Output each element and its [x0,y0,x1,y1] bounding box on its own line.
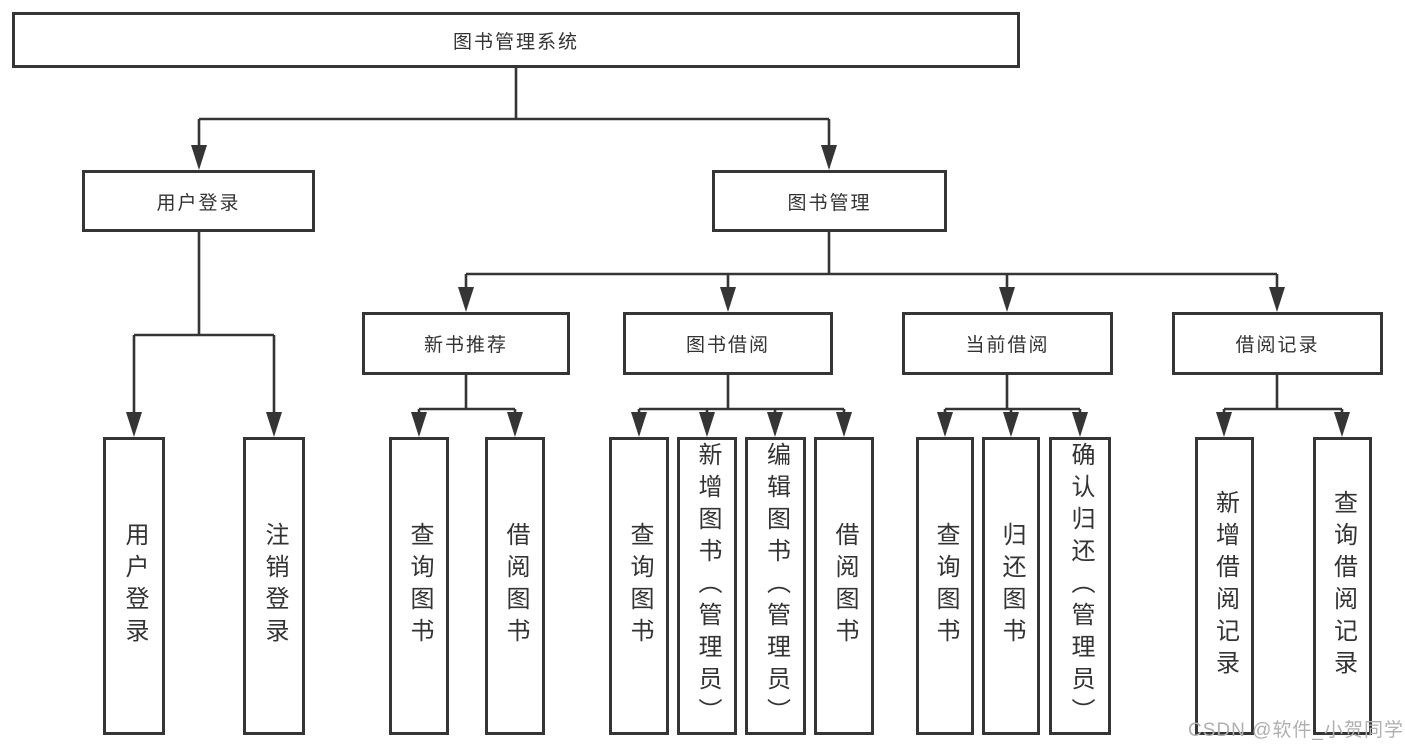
node-label: 借阅记录 [1235,335,1320,356]
leaf-label: 查询借阅记录 [1329,490,1357,682]
leaf-add-borrow-record: 新增借阅记录 [1195,437,1254,735]
leaf-return-book: 归还图书 [982,437,1040,735]
leaf-label: 查询图书 [626,522,653,650]
leaf-label: 借阅图书 [502,522,529,650]
leaf-query-books-borrowing: 查询图书 [609,437,669,735]
leaf-label: 用户登录 [121,522,148,650]
leaf-borrow-books-recommend: 借阅图书 [485,437,545,735]
leaf-logout-login: 注销登录 [243,437,305,735]
node-user-login-branch: 用户登录 [82,170,315,232]
leaf-query-borrow-record: 查询借阅记录 [1313,437,1372,735]
watermark: CSDN @软件_小贺同学 [1188,720,1404,741]
leaf-label: 归还图书 [998,522,1025,650]
leaf-confirm-return-admin: 确认归还（管理员） [1049,437,1111,735]
leaf-label: 借阅图书 [831,522,858,650]
node-borrow-records: 借阅记录 [1172,312,1383,375]
leaf-user-login: 用户登录 [103,437,165,735]
node-label: 新书推荐 [423,335,508,356]
leaf-label: 新增借阅记录 [1211,490,1239,682]
node-label: 当前借阅 [965,335,1050,356]
node-label: 图书借阅 [685,335,770,356]
node-label: 图书管理系统 [452,31,579,53]
leaf-label: 编辑图书（管理员） [762,442,790,730]
node-book-borrowing: 图书借阅 [623,312,833,375]
leaf-query-books-current: 查询图书 [916,437,974,735]
leaf-edit-book-admin: 编辑图书（管理员） [745,437,806,735]
leaf-query-books-recommend: 查询图书 [389,437,449,735]
leaf-add-book-admin: 新增图书（管理员） [677,437,737,735]
leaf-label: 查询图书 [406,522,433,650]
leaf-borrow-books: 借阅图书 [814,437,874,735]
leaf-label: 注销登录 [261,522,288,650]
node-current-borrowing: 当前借阅 [902,312,1113,375]
node-new-book-recommend: 新书推荐 [362,312,570,375]
node-label: 图书管理 [787,192,872,214]
leaf-label: 查询图书 [932,522,959,650]
leaf-label: 新增图书（管理员） [694,442,721,730]
node-label: 用户登录 [156,192,241,214]
node-book-management: 图书管理 [712,170,947,232]
leaf-label: 确认归还（管理员） [1067,442,1094,730]
node-library-management-system: 图书管理系统 [12,12,1020,68]
